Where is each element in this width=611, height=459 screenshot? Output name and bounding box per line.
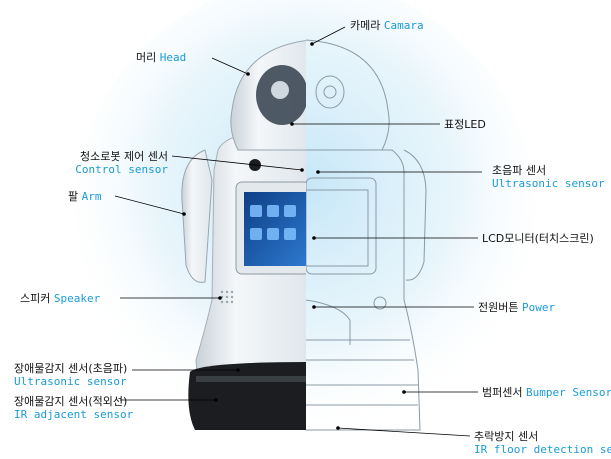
label-ir-adjacent-ko: 장애물감지 센서(적외선) [14, 395, 128, 408]
robot-wireframe-half [306, 39, 427, 431]
label-head-ko: 머리 [136, 51, 157, 64]
label-power-ko: 전원버튼 [478, 301, 519, 314]
label-ultrasonic-bottom-en: Ultrasonic sensor [14, 375, 127, 388]
label-camera-ko: 카메라 [350, 19, 381, 32]
label-ultrasonic-top-ko: 초음파 센서 [492, 164, 547, 177]
label-ir-adjacent: 장애물감지 센서(적외선) IR adjacent sensor [14, 395, 133, 421]
label-ultrasonic-top-en: Ultrasonic sensor [492, 177, 605, 190]
label-power: 전원버튼 Power [478, 301, 555, 314]
label-ir-floor: 추락방지 센서 IR floor detection sensor [474, 430, 611, 456]
label-head-en: Head [159, 51, 187, 64]
label-bumper: 범퍼센서 Bumper Sensor [482, 386, 611, 399]
label-ir-adjacent-en: IR adjacent sensor [14, 408, 134, 421]
label-lcd-ko: LCD모니터(터치스크린) [482, 232, 594, 245]
label-ultrasonic-top: 초음파 센서 Ultrasonic sensor [492, 164, 605, 190]
label-control-ko: 청소로봇 제어 센서 [80, 150, 168, 163]
label-ultrasonic-bottom-ko: 장애물감지 센서(초음파) [14, 362, 128, 375]
label-speaker: 스피커 Speaker [20, 292, 100, 305]
label-led: 표정LED [444, 118, 486, 131]
label-arm-en: Arm [81, 190, 102, 203]
label-arm-ko: 팔 [68, 190, 79, 203]
label-camera: 카메라 Camara [350, 19, 424, 32]
robot-solid-half [181, 40, 306, 430]
label-speaker-en: Speaker [53, 292, 101, 305]
label-bumper-ko: 범퍼센서 [482, 386, 523, 399]
label-speaker-ko: 스피커 [20, 292, 51, 305]
label-ir-floor-en: IR floor detection sensor [474, 443, 611, 456]
leader-lines [114, 26, 482, 437]
label-ultrasonic-bottom: 장애물감지 센서(초음파) Ultrasonic sensor [14, 362, 127, 388]
label-camera-en: Camara [383, 19, 424, 32]
label-led-ko: 표정LED [444, 118, 486, 131]
label-ir-floor-ko: 추락방지 센서 [474, 430, 539, 443]
label-lcd: LCD모니터(터치스크린) [482, 232, 594, 245]
label-control-en: Control sensor [75, 163, 168, 176]
label-arm: 팔 Arm [68, 190, 102, 203]
label-head: 머리 Head [136, 51, 186, 64]
leader-dots [182, 42, 406, 430]
label-bumper-en: Bumper Sensor [525, 386, 611, 399]
label-power-en: Power [521, 301, 556, 314]
label-control-sensor: 청소로봇 제어 센서 Control sensor [40, 150, 168, 176]
